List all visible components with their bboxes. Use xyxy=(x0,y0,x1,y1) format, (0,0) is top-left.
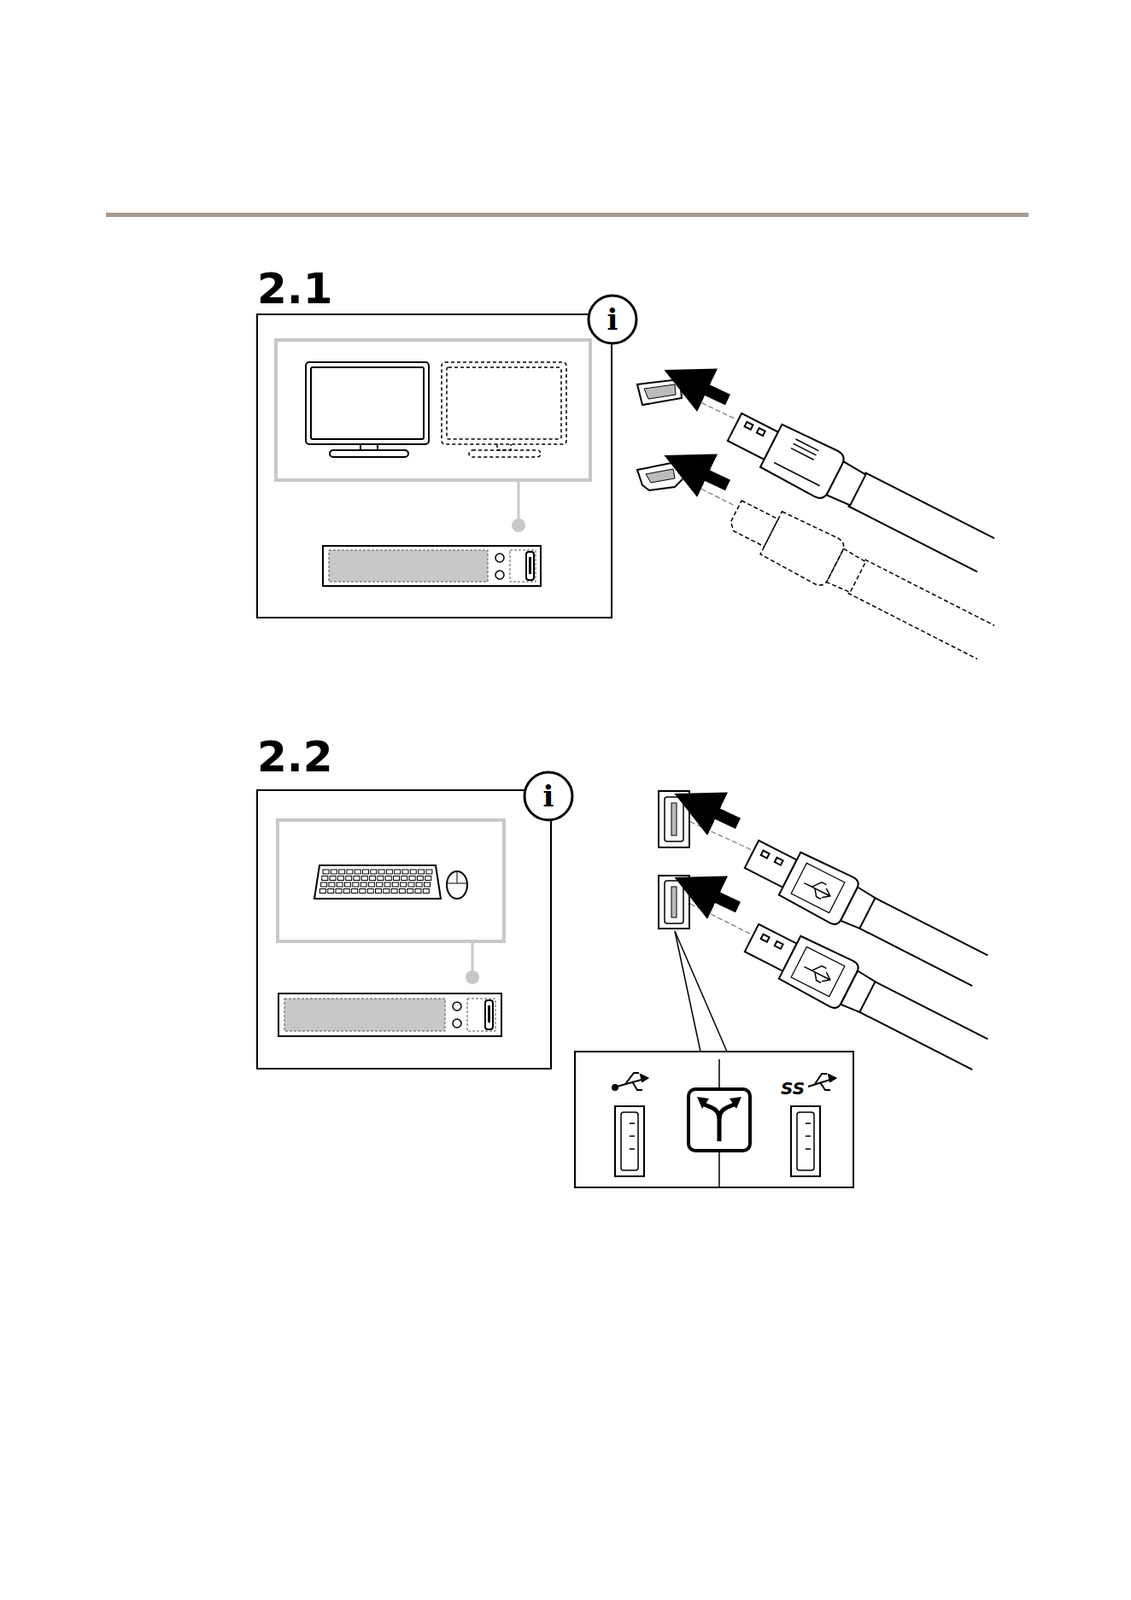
leader-dot xyxy=(465,970,480,985)
insert-arrow xyxy=(709,809,739,824)
divider xyxy=(718,1151,721,1188)
step-number: 2.2 xyxy=(257,732,352,781)
hdmi-plug-optional xyxy=(722,491,997,665)
info-letter: i xyxy=(531,779,566,814)
info-icon xyxy=(588,295,637,344)
guide-line xyxy=(690,903,752,935)
alternatives-box xyxy=(574,1051,854,1188)
input-group xyxy=(277,820,504,942)
insert-arrow xyxy=(709,893,739,908)
superspeed-usb-logo xyxy=(808,1073,836,1090)
divider xyxy=(718,1059,721,1090)
step-panel xyxy=(257,314,612,618)
leader-line xyxy=(674,931,727,1052)
recorder-front xyxy=(278,993,502,1037)
usb2-socket xyxy=(615,1106,645,1177)
insert-arrow xyxy=(698,386,728,400)
displayport-plug xyxy=(722,404,997,578)
step-panel xyxy=(257,790,551,1069)
display-group xyxy=(275,339,591,481)
leader-line xyxy=(674,931,701,1052)
keyboard-icon xyxy=(314,865,441,899)
usb3-socket xyxy=(791,1106,821,1177)
recorder-front xyxy=(322,545,541,587)
usb-logo xyxy=(612,1072,648,1090)
mouse-icon xyxy=(446,871,468,899)
leader-line xyxy=(517,480,521,524)
info-letter: i xyxy=(595,302,630,337)
superspeed-mark: SS xyxy=(775,1078,810,1099)
insert-arrow xyxy=(698,471,728,486)
hdmi-socket xyxy=(637,461,684,491)
leader-dot xyxy=(511,518,526,533)
usb-socket xyxy=(658,791,690,929)
displayport-socket xyxy=(637,379,682,405)
info-icon xyxy=(524,772,573,821)
alternative-icon xyxy=(688,1089,751,1151)
guide-line xyxy=(690,821,752,850)
monitor-icon xyxy=(305,362,429,458)
optional-monitor-icon xyxy=(441,362,567,458)
step-number: 2.1 xyxy=(257,264,352,313)
header-rule xyxy=(105,212,1029,217)
usb-plug xyxy=(739,831,992,994)
